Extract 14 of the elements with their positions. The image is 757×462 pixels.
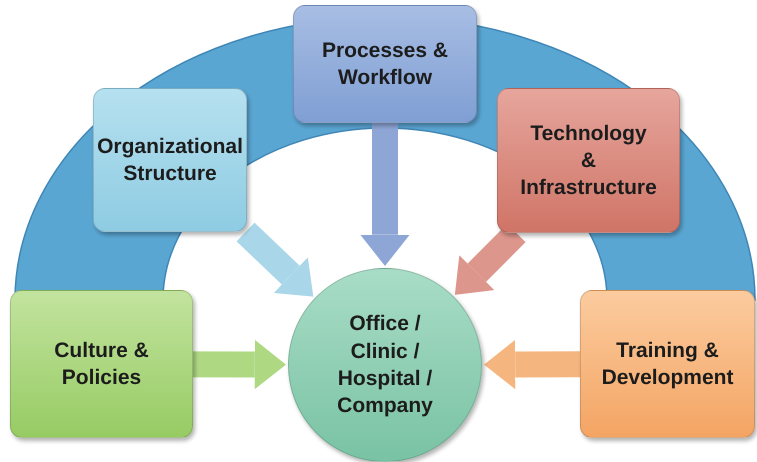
node-label: Training & Development [600, 338, 734, 391]
category-box [93, 88, 247, 232]
category-box [10, 290, 193, 438]
block-arrow [484, 340, 580, 390]
node-label: Technology & Infrastructure [519, 120, 658, 202]
block-arrow [236, 222, 314, 297]
node-label: Organizational Structure [96, 134, 244, 187]
node-label: Office / Clinic / Hospital / Company [336, 311, 434, 420]
category-box [580, 290, 755, 438]
block-arrow [360, 123, 410, 266]
node-label: Processes & Workflow [320, 38, 450, 91]
category-box [497, 88, 680, 233]
node-label: Culture & Policies [53, 338, 150, 391]
category-box [293, 5, 477, 123]
